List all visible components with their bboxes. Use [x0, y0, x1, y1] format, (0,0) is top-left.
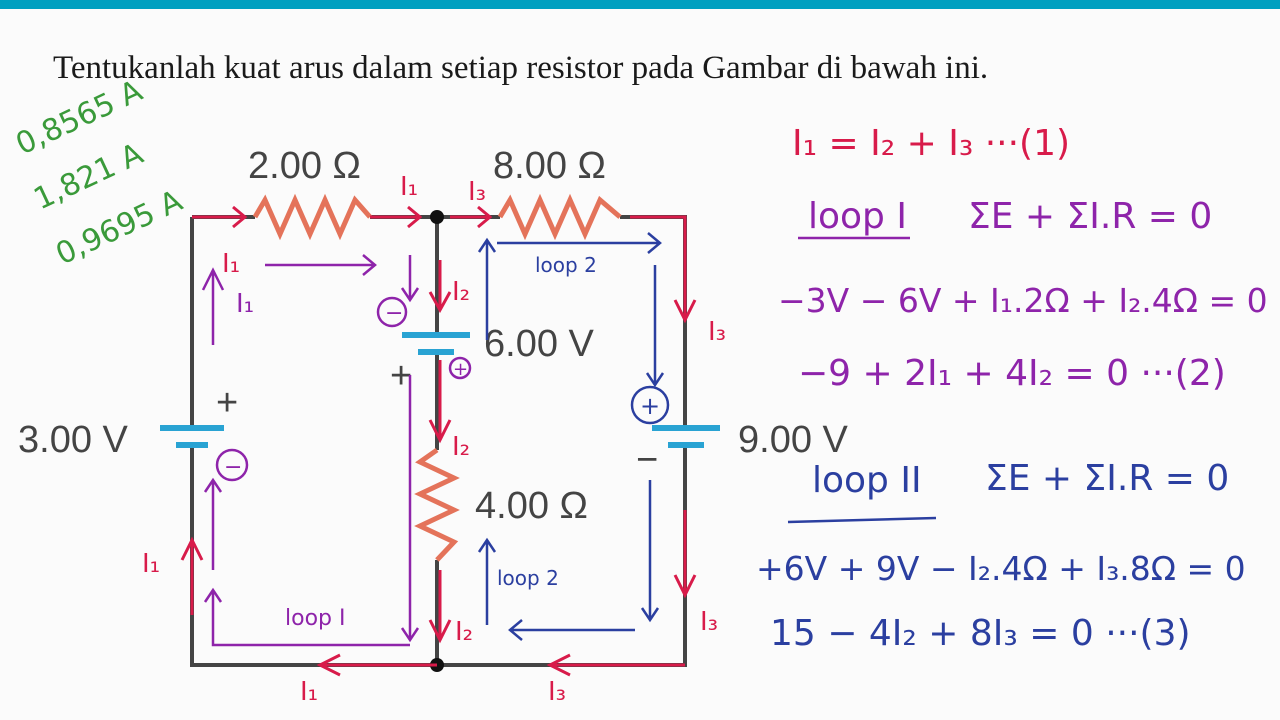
- label-i3-right: I₃: [708, 317, 726, 347]
- junction-top: [430, 210, 444, 224]
- label-i3-bottom: I₃: [548, 677, 566, 707]
- label-i1-bottom-left: I₁: [142, 549, 160, 579]
- answers: 0,8565 A 1,821 A 0,9695 A: [11, 73, 189, 272]
- minus-circle-6v: −: [385, 301, 403, 326]
- battery-9v: [652, 425, 720, 448]
- loop2-label-top: loop 2: [535, 253, 597, 277]
- loop1-equation-b: −9 + 2I₁ + 4I₂ = 0 ···(2): [798, 353, 1226, 394]
- loop1-path-purple: [201, 254, 472, 647]
- top-accent-bar: [0, 0, 1280, 9]
- minus-circle-3v: −: [224, 455, 242, 480]
- current-path-red: [180, 205, 697, 677]
- loop1-heading: loop I: [808, 196, 907, 237]
- label-8ohm: 8.00 Ω: [493, 145, 606, 187]
- label-i1-left: I₁: [222, 249, 240, 279]
- loop2-label-bottom: loop 2: [497, 566, 559, 590]
- resistor-2ohm: [252, 193, 372, 241]
- label-2ohm: 2.00 Ω: [248, 145, 361, 187]
- label-i3-top: I₃: [468, 177, 486, 207]
- label-i1-purple: I₁: [236, 289, 254, 319]
- equation-1: I₁ = I₂ + I₃ ···(1): [792, 123, 1070, 164]
- label-i2-bottom: I₂: [455, 617, 473, 647]
- label-6v: 6.00 V: [484, 323, 595, 365]
- plus-3v: +: [216, 382, 238, 424]
- loop2-equation-a: +6V + 9V − I₂.4Ω + I₃.8Ω = 0: [756, 549, 1246, 588]
- resistor-8ohm: [497, 193, 622, 241]
- loop2-heading: loop II: [812, 460, 922, 501]
- minus-9v: −: [636, 439, 658, 481]
- battery-6v: [402, 332, 470, 355]
- battery-3v: [160, 425, 224, 448]
- loop1-label: loop I: [285, 606, 345, 631]
- plus-circle-6v: +: [453, 359, 468, 380]
- plus-circle-9v: +: [640, 392, 660, 420]
- plus-6v: +: [390, 355, 412, 397]
- label-9v: 9.00 V: [738, 419, 849, 461]
- label-i1-bottom: I₁: [300, 677, 318, 707]
- loop1-rule: ΣE + ΣI.R = 0: [968, 196, 1212, 237]
- label-i2-upper: I₂: [452, 277, 470, 307]
- label-i2-mid: I₂: [452, 432, 470, 462]
- loop2-path-blue: [477, 232, 670, 641]
- label-i3-bottom-right: I₃: [700, 607, 718, 637]
- loop1-equation-a: −3V − 6V + I₁.2Ω + I₂.4Ω = 0: [778, 281, 1268, 320]
- loop2-rule: ΣE + ΣI.R = 0: [985, 458, 1229, 499]
- resistor-4ohm: [414, 447, 460, 562]
- problem-title: Tentukanlah kuat arus dalam setiap resis…: [53, 50, 989, 86]
- label-4ohm: 4.00 Ω: [475, 485, 588, 527]
- label-3v: 3.00 V: [18, 419, 129, 461]
- loop2-equation-b: 15 − 4I₂ + 8I₃ = 0 ···(3): [770, 613, 1191, 654]
- label-i1-top: I₁: [400, 172, 418, 202]
